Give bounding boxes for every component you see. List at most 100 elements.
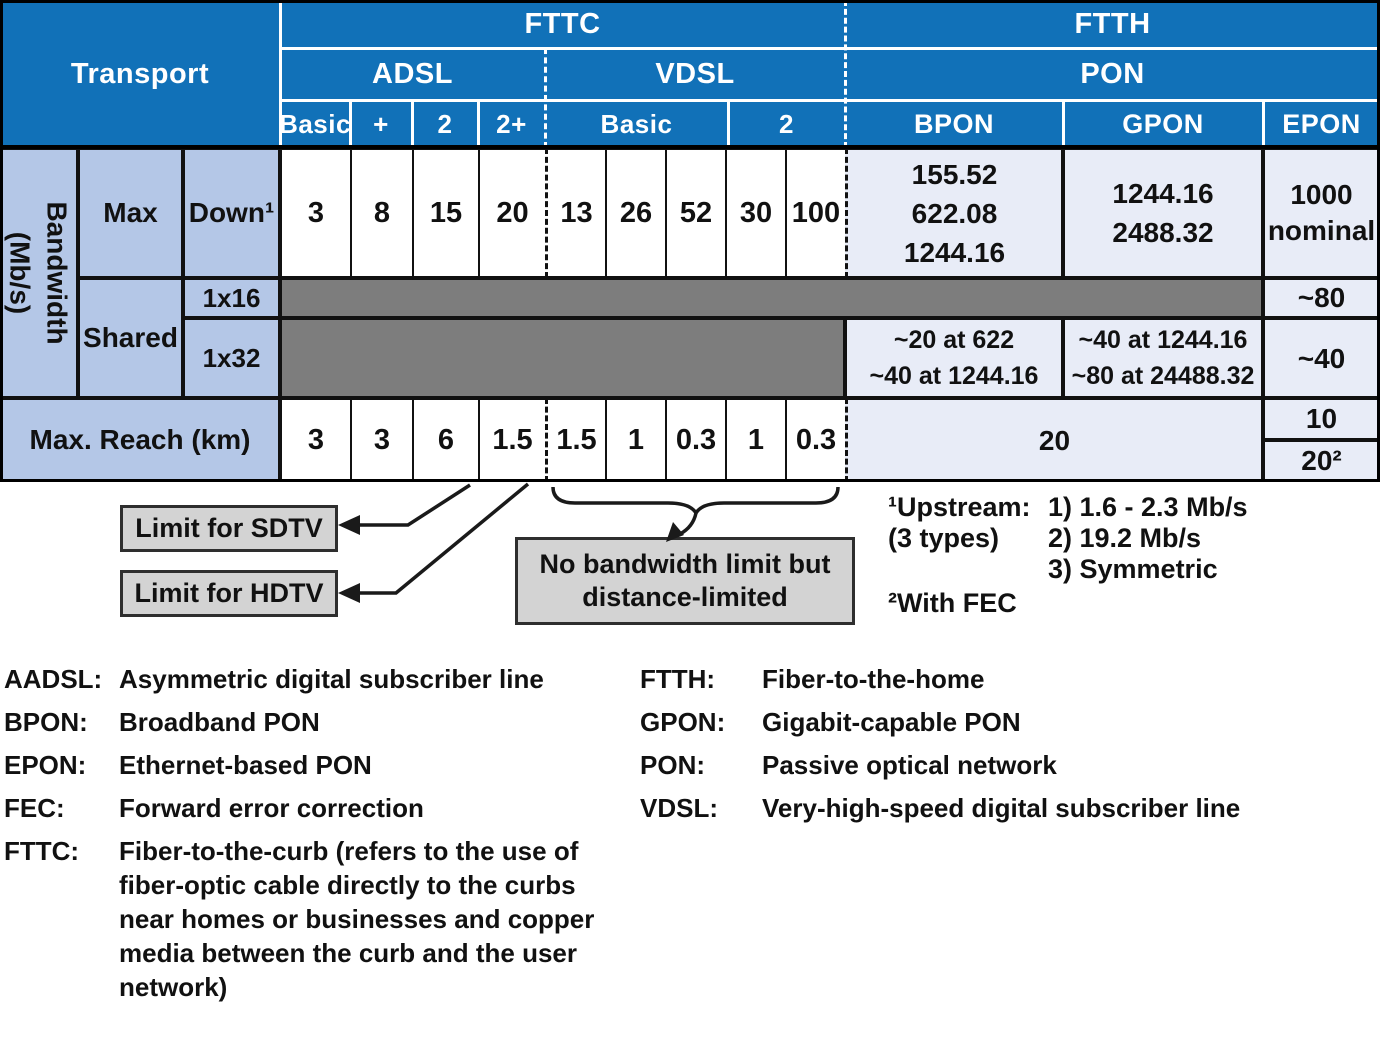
no-bandwidth-limit-callout: No bandwidth limit but distance-limited (515, 537, 855, 625)
reach-epon-20fec: 20² (1263, 440, 1380, 482)
sdtv-limit-callout: Limit for SDTV (120, 505, 338, 552)
header-divider (280, 99, 1380, 102)
glossary-entry: BPON: Broadband PON (4, 705, 634, 739)
variant-pon-gpon: GPON (1122, 108, 1204, 139)
variant-adsl-2plus: 2+ (496, 108, 527, 139)
row-label-max: Max (78, 148, 183, 278)
max-down-vdsl-26: 26 (605, 148, 665, 278)
header-divider (279, 0, 282, 148)
row-label-down: Down¹ (183, 148, 280, 278)
reach-vdsl-2a: 1 (725, 398, 785, 482)
variant-vdsl-basic: Basic (600, 108, 673, 139)
variant-pon-epon: EPON (1282, 108, 1361, 139)
glossary-entry: EPON: Ethernet-based PON (4, 748, 634, 782)
header-divider (411, 100, 414, 148)
header-divider (1262, 100, 1265, 148)
variant-adsl-plus: + (373, 108, 389, 139)
glossary-definition: Asymmetric digital subscriber line (119, 664, 544, 694)
group-fttc-label: FTTC (524, 7, 601, 40)
max-down-adsl-basic: 3 (280, 148, 350, 278)
glossary-term: GPON: (640, 707, 726, 737)
max-down-adsl-2: 15 (412, 148, 478, 278)
glossary-definition: Gigabit-capable PON (762, 707, 1021, 737)
glossary-right-column: FTTH: Fiber-to-the-home GPON: Gigabit-ca… (640, 662, 1376, 834)
max-down-adsl-2plus: 20 (478, 148, 545, 278)
max-down-bpon: 155.52 622.08 1244.16 (845, 148, 1063, 278)
max-down-vdsl-52: 52 (665, 148, 725, 278)
sdtv-arrow-line (352, 483, 471, 527)
glossary-entry: FTTC: Fiber-to-the-curb (refers to the u… (4, 834, 634, 1004)
variant-vdsl-2: 2 (779, 108, 794, 139)
glossary-entry: FEC: Forward error correction (4, 791, 634, 825)
header-dashed-divider-adsl-vdsl (544, 48, 547, 148)
glossary-definition: Very-high-speed digital subscriber line (762, 793, 1241, 823)
family-pon-label: PON (1080, 57, 1145, 90)
glossary-term: FTTC: (4, 836, 80, 866)
header-dashed-divider-fttc-ftth (844, 0, 847, 148)
max-down-adsl-plus: 8 (350, 148, 412, 278)
glossary-term: PON: (640, 750, 705, 780)
header-divider (477, 100, 480, 148)
reach-adsl-plus: 3 (350, 398, 412, 482)
header-divider (280, 47, 1380, 50)
group-ftth-label: FTTH (1074, 7, 1151, 40)
max-down-gpon: 1244.16 2488.32 (1063, 148, 1263, 278)
glossary-entry: VDSL: Very-high-speed digital subscriber… (640, 791, 1376, 825)
glossary-definition: Ethernet-based PON (119, 750, 372, 780)
fec-footnote: ²With FEC (888, 588, 1017, 618)
glossary-term: AADSL: (4, 664, 103, 694)
reach-adsl-2: 6 (412, 398, 478, 482)
glossary-entry: PON: Passive optical network (640, 748, 1376, 782)
header-divider (349, 100, 352, 148)
glossary-term: FEC: (4, 793, 65, 823)
upstream-footnote-items: 1) 1.6 - 2.3 Mb/s 2) 19.2 Mb/s 3) Symmet… (1048, 492, 1248, 584)
max-down-epon: 1000 nominal (1263, 148, 1380, 278)
glossary-definition: Broadband PON (119, 707, 320, 737)
glossary-definition: Fiber-to-the-curb (refers to the use of … (119, 836, 595, 1002)
reach-adsl-basic: 3 (280, 398, 350, 482)
shared-1x32-gpon: ~40 at 1244.16 ~80 at 24488.32 (1063, 318, 1263, 398)
glossary-left-column: AADSL: Asymmetric digital subscriber lin… (4, 662, 634, 1013)
glossary-term: BPON: (4, 707, 88, 737)
shared-1x32-blocked-bar (280, 318, 845, 398)
reach-epon-10: 10 (1263, 398, 1380, 440)
sdtv-arrowhead (338, 515, 360, 535)
bandwidth-axis-cell: Bandwidth (Mb/s) (0, 148, 78, 398)
reach-vdsl-basic1: 1.5 (545, 398, 605, 482)
row-label-max-reach: Max. Reach (km) (0, 398, 280, 482)
upstream-footnote-label: ¹Upstream: (3 types) (888, 492, 1031, 553)
brace-left (551, 486, 698, 515)
max-down-vdsl-100: 100 (785, 148, 845, 278)
shared-1x16-blocked-bar (280, 278, 1263, 318)
glossary-definition: Forward error correction (119, 793, 424, 823)
hdtv-arrowhead (338, 583, 360, 603)
corner-transport-label: Transport (70, 57, 210, 90)
glossary-term: VDSL: (640, 793, 718, 823)
reach-vdsl-basic2: 1 (605, 398, 665, 482)
glossary-definition: Fiber-to-the-home (762, 664, 985, 694)
variant-pon-bpon: BPON (913, 108, 994, 139)
family-adsl-label: ADSL (372, 57, 453, 90)
shared-1x32-bpon: ~20 at 622 ~40 at 1244.16 (845, 318, 1063, 398)
reach-vdsl-2b: 0.3 (785, 398, 845, 482)
variant-adsl-2: 2 (437, 108, 453, 139)
header-divider (727, 100, 730, 148)
glossary-term: EPON: (4, 750, 87, 780)
hdtv-arrow-line (352, 482, 530, 595)
row-label-1x16: 1x16 (183, 278, 280, 318)
variant-adsl-basic: Basic (279, 108, 351, 139)
header-divider (1062, 100, 1065, 148)
shared-1x32-epon: ~40 (1263, 318, 1380, 398)
header-background (0, 0, 1380, 148)
glossary-entry: GPON: Gigabit-capable PON (640, 705, 1376, 739)
brace-tail (679, 512, 698, 536)
family-vdsl-label: VDSL (655, 57, 735, 90)
bandwidth-axis-label: Bandwidth (Mb/s) (5, 201, 73, 345)
reach-pon: 20 (845, 398, 1263, 482)
header-body-divider (0, 145, 1380, 149)
glossary-entry: FTTH: Fiber-to-the-home (640, 662, 1376, 696)
reach-vdsl-basic3: 0.3 (665, 398, 725, 482)
hdtv-limit-callout: Limit for HDTV (120, 570, 338, 617)
glossary-term: FTTH: (640, 664, 716, 694)
